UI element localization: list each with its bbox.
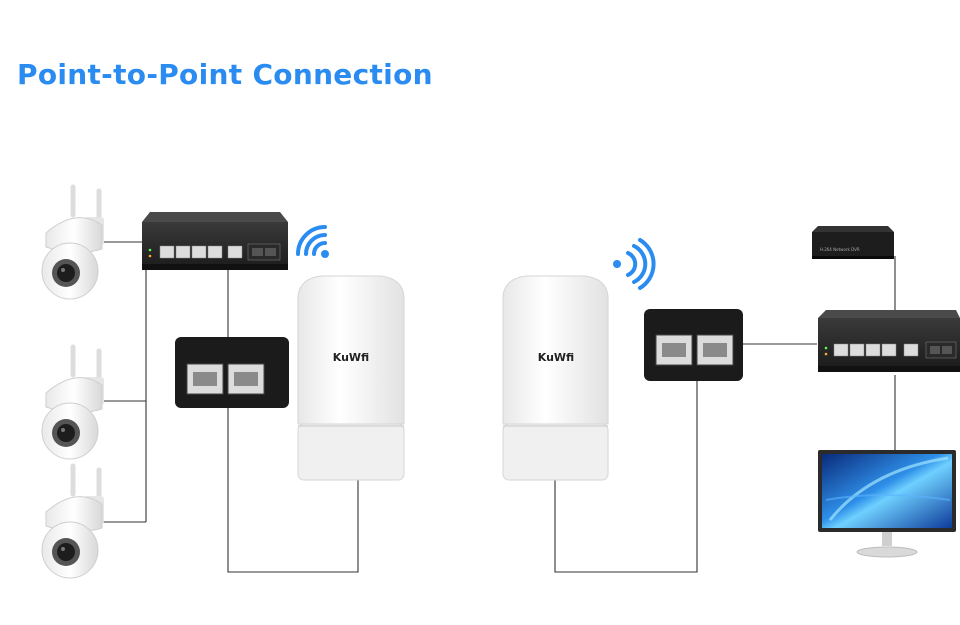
ip-camera-1 <box>41 184 104 300</box>
ip-camera-2 <box>41 344 104 460</box>
ip-camera-3 <box>41 463 104 579</box>
poe-injector-right <box>644 309 743 381</box>
page-title: Point-to-Point Connection <box>17 58 433 91</box>
nvr-label: H.264 Network DVR <box>820 247 860 252</box>
wireless-cpe-left: KuWfi <box>297 275 405 481</box>
cable-poe-left-cpe-left <box>227 392 359 573</box>
wireless-cpe-right: KuWfi <box>502 275 609 481</box>
cables <box>100 241 896 573</box>
cpe-right-brand: KuWfi <box>538 351 574 364</box>
wifi-signal-right-icon <box>613 238 656 290</box>
poe-injector-left <box>175 337 289 408</box>
wifi-signal-left-icon <box>296 225 329 258</box>
poe-switch-right <box>818 310 960 372</box>
cpe-left-brand: KuWfi <box>333 351 369 364</box>
network-video-recorder: H.264 Network DVR <box>812 226 894 259</box>
poe-switch-left <box>142 212 288 270</box>
cable-cpe-right-poe-right <box>554 375 698 573</box>
monitor <box>818 450 956 558</box>
